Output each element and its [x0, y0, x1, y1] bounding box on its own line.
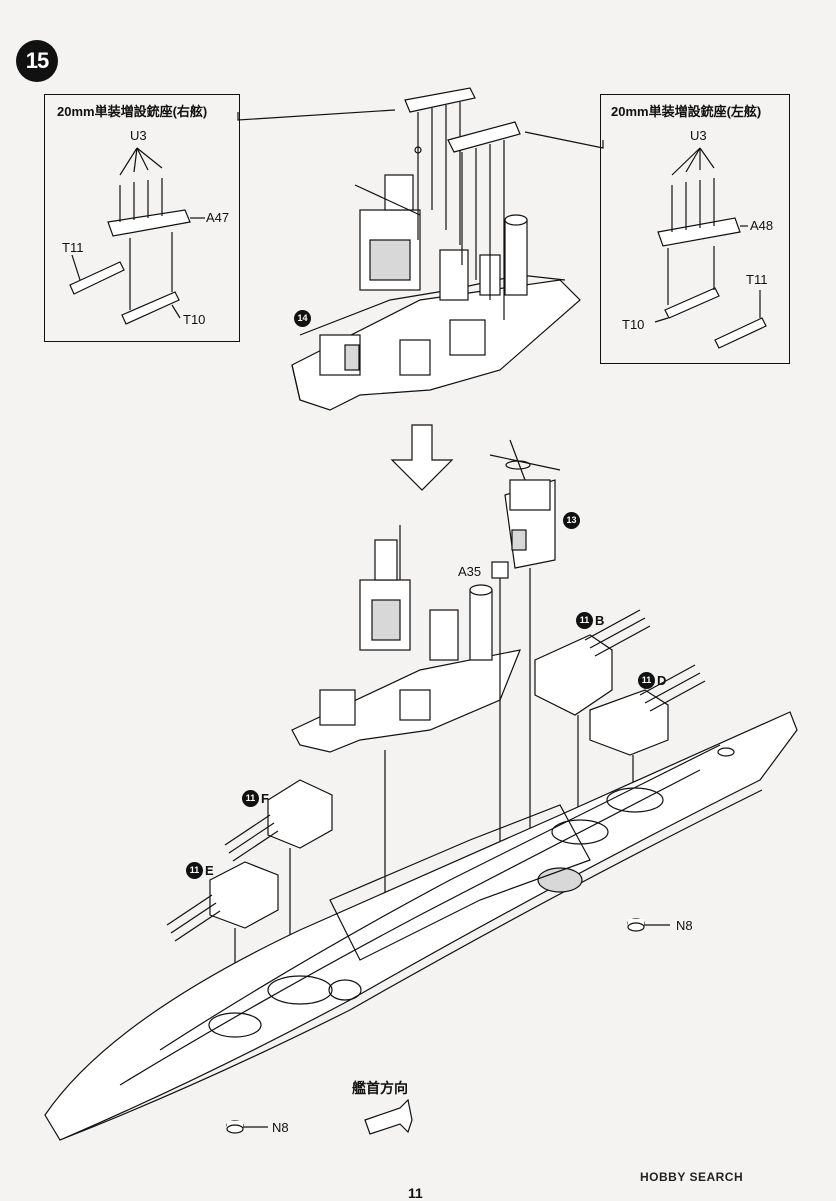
part-label-t11: T11: [746, 272, 768, 287]
inset-right-parts: [69, 147, 205, 325]
turret-d-letter: D: [657, 673, 667, 688]
inset-left-parts: [654, 147, 767, 349]
subassembly-13-badge: 13: [563, 512, 580, 529]
part-label-n8: N8: [272, 1120, 289, 1135]
turret-f-badge: 11: [242, 790, 259, 807]
turret-b-badge: 11: [576, 612, 593, 629]
inset-starboard-gun-tub: 20mm単装増設銃座(右舷): [44, 94, 240, 342]
part-label-a48: A48: [750, 218, 774, 233]
turret-e-badge: 11: [186, 862, 203, 879]
turret-b-letter: B: [595, 613, 605, 628]
gun-tub-rail-right: [404, 87, 476, 245]
superstructure-top: [291, 146, 581, 411]
part-label-t10: T10: [622, 317, 645, 332]
hull: [44, 711, 798, 1141]
inset-title: 20mm単装増設銃座(右舷): [57, 104, 208, 119]
page-number: 11: [408, 1185, 423, 1201]
superstructure-middle: [291, 525, 521, 753]
inset-title: 20mm単装増設銃座(左舷): [611, 104, 762, 119]
subassembly-14-badge: 14: [294, 310, 311, 327]
bow-direction-label: 艦首方向: [352, 1080, 408, 1096]
step-number-badge: 15: [16, 40, 58, 82]
turret-e-letter: E: [205, 863, 214, 878]
part-label-u3: U3: [690, 128, 707, 143]
part-label-n8: N8: [676, 918, 693, 933]
part-label-t11: T11: [62, 240, 84, 255]
bridge-tower: [489, 439, 561, 870]
turret-f-letter: F: [261, 791, 269, 806]
part-label-a47: A47: [206, 210, 230, 225]
part-label-t10: T10: [183, 312, 206, 327]
part-label-u3: U3: [130, 128, 147, 143]
watermark: HOBBY SEARCH: [640, 1170, 744, 1184]
inset-port-gun-tub: 20mm単装増設銃座(左舷): [600, 94, 790, 364]
part-label-a35: A35: [458, 564, 482, 579]
turret-d: [589, 664, 706, 808]
turret-d-badge: 11: [638, 672, 655, 689]
gun-tub-rail-left: [447, 121, 521, 320]
